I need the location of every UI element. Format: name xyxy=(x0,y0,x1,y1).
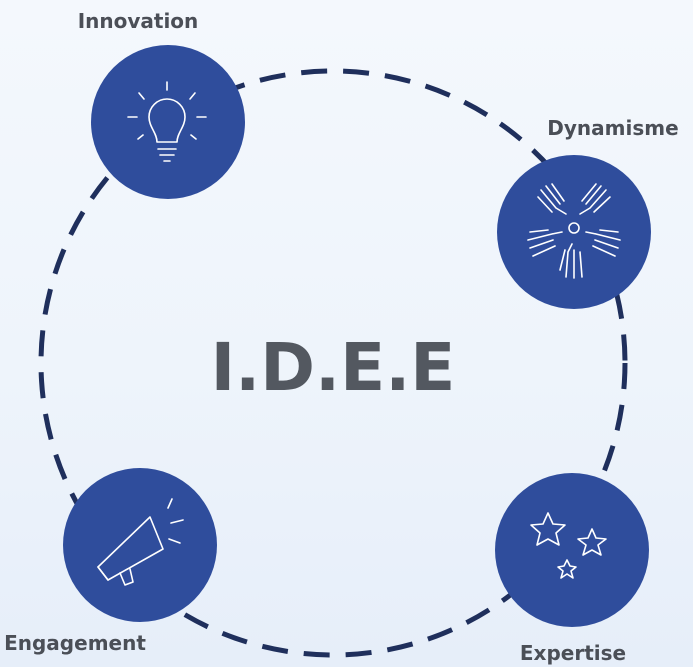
node-circle-innovation xyxy=(91,45,245,199)
stars-icon xyxy=(530,512,607,579)
lightbulb-icon xyxy=(127,81,207,162)
node-expertise: Expertise xyxy=(495,473,649,665)
node-label-dynamisme: Dynamisme xyxy=(547,116,678,140)
node-label-innovation: Innovation xyxy=(78,9,199,33)
node-circle-expertise xyxy=(495,473,649,627)
hands-together-icon xyxy=(527,183,621,279)
node-label-expertise: Expertise xyxy=(520,641,626,665)
dashed-ring xyxy=(38,68,628,658)
megaphone-icon xyxy=(97,498,184,586)
node-circle-dynamisme xyxy=(497,155,651,309)
node-innovation: Innovation xyxy=(78,9,245,199)
node-circle-engagement xyxy=(63,468,217,622)
node-dynamisme: Dynamisme xyxy=(497,116,679,309)
node-label-engagement: Engagement xyxy=(4,631,146,655)
center-title: I.D.E.E xyxy=(211,329,456,406)
node-engagement: Engagement xyxy=(4,468,217,655)
